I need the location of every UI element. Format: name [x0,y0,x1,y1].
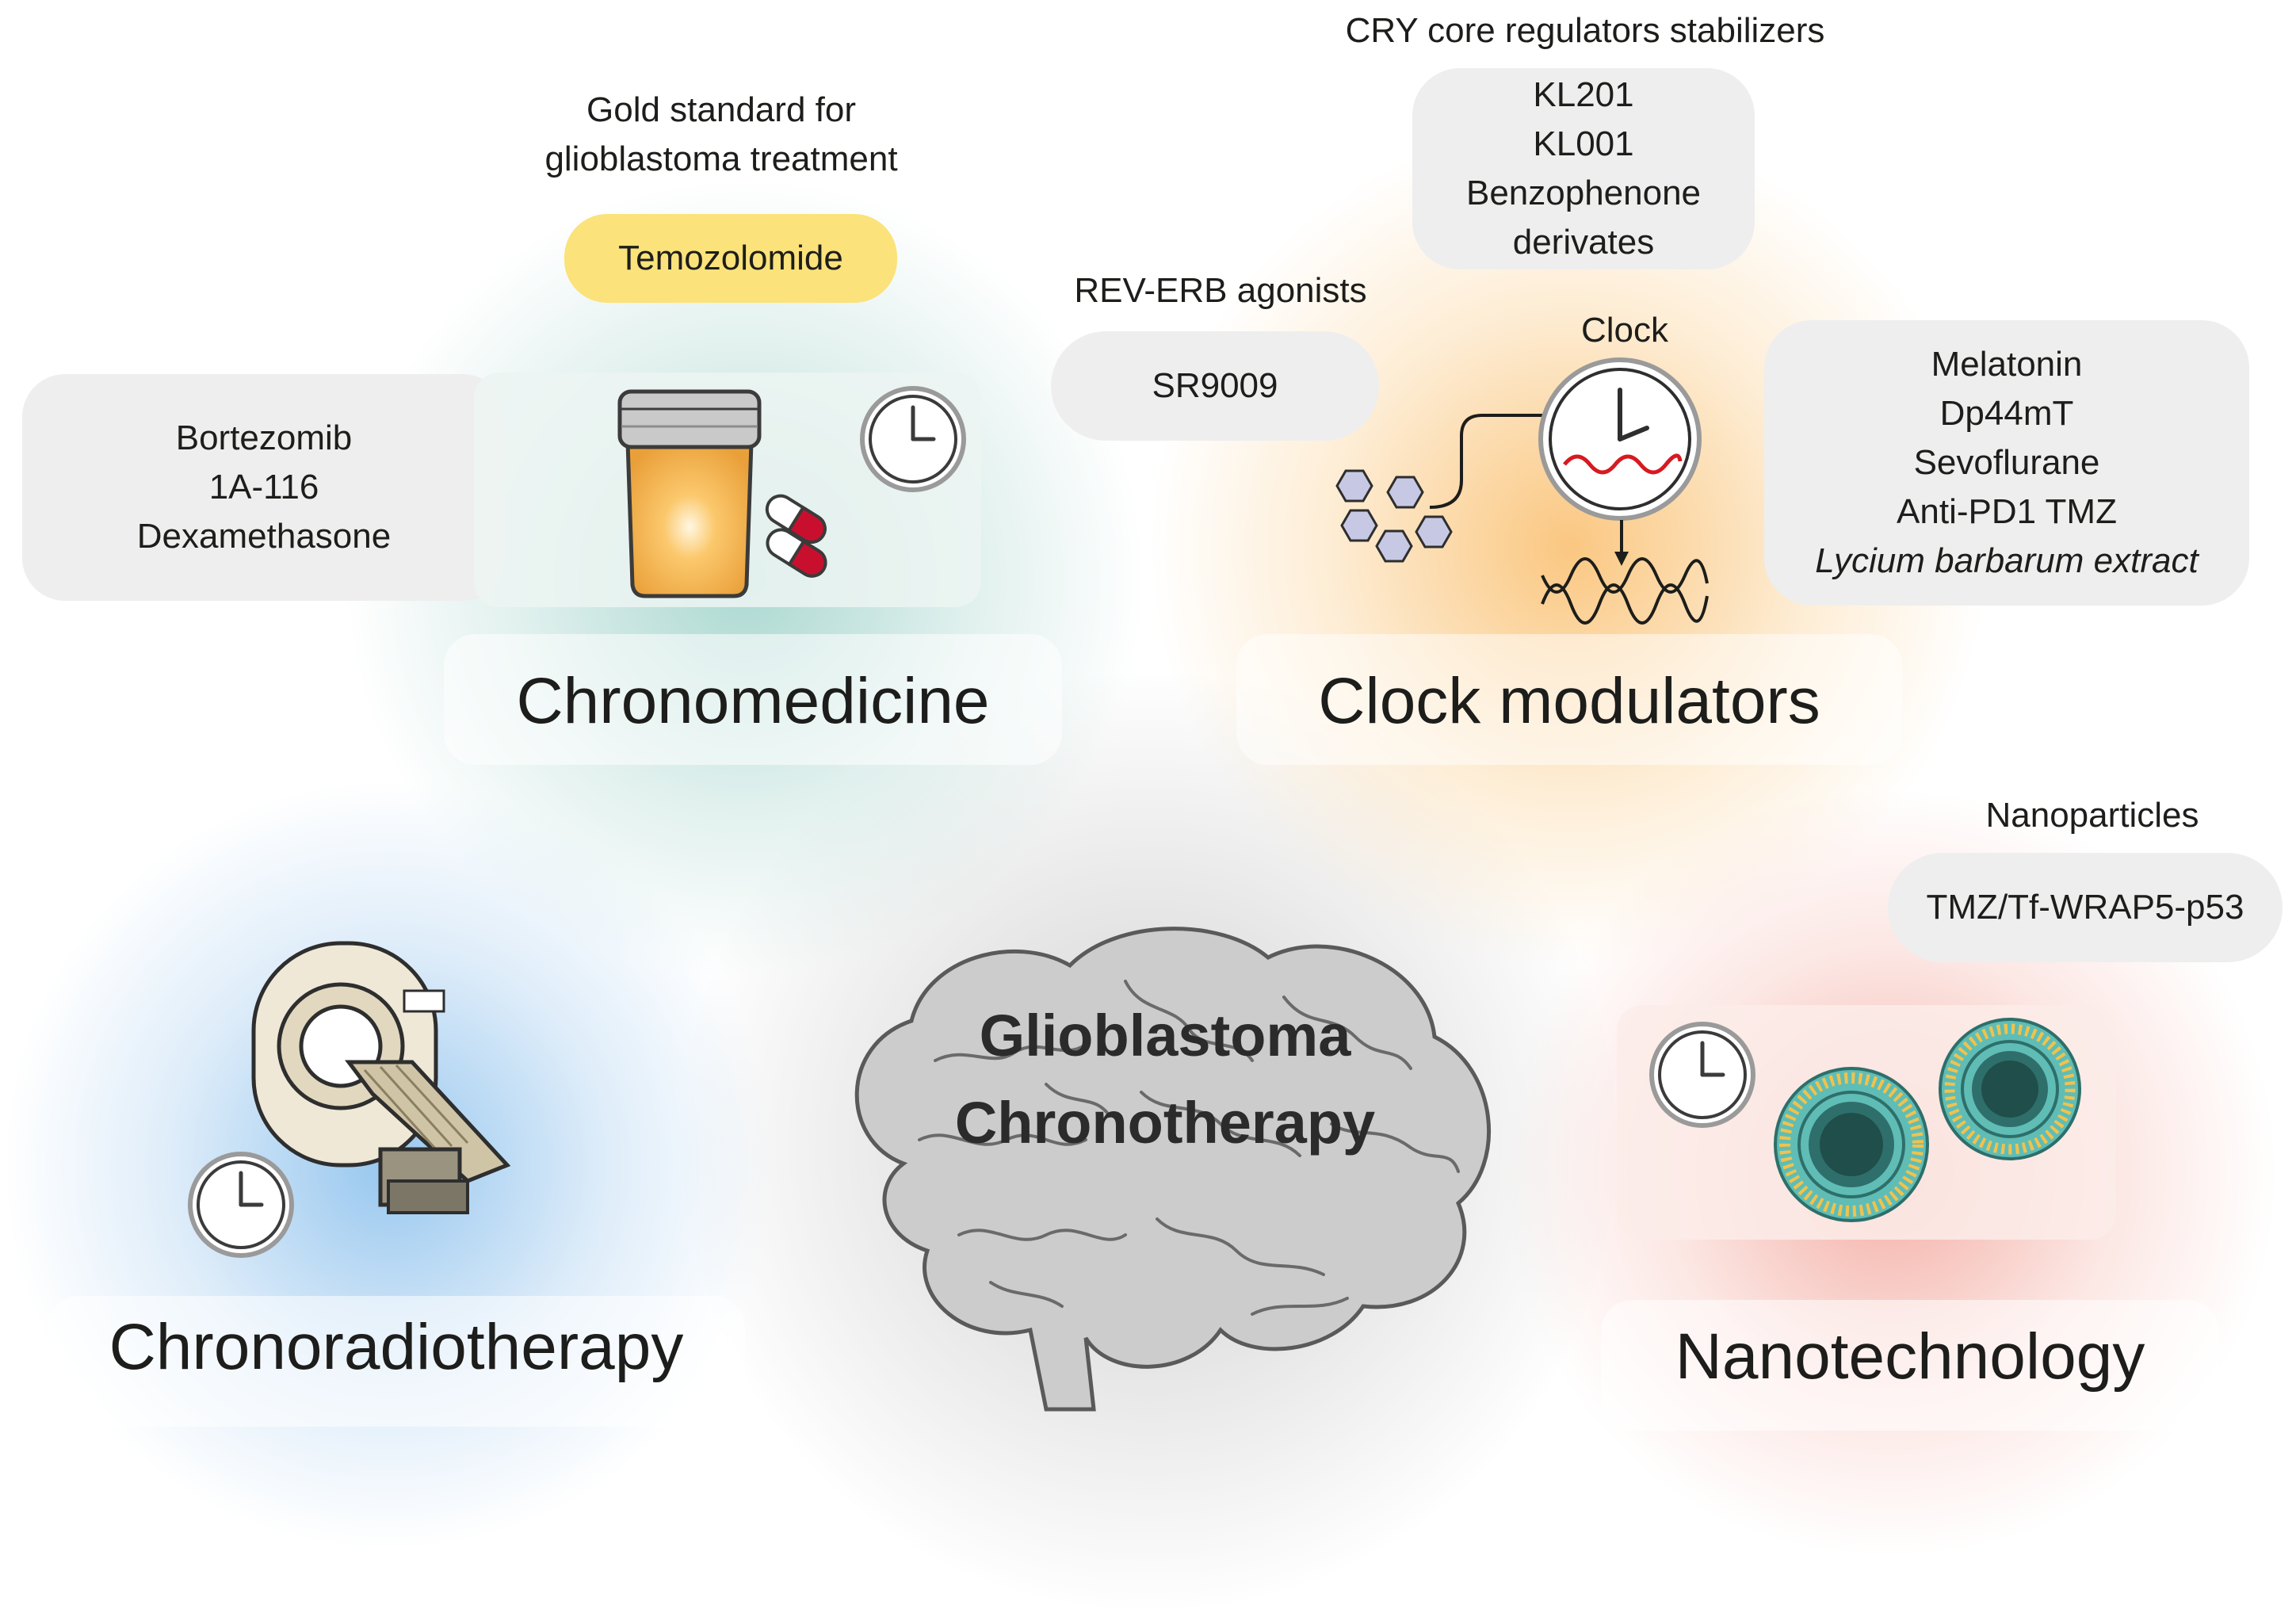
rev-erb-caption: REV-ERB agonists [1074,271,1367,310]
drug-kl001: KL001 [1533,124,1634,163]
clock-icon [1538,357,1702,521]
drug-sevoflurane: Sevoflurane [1913,443,2100,482]
drug-anti-pd1-tmz: Anti-PD1 TMZ [1897,492,2117,531]
clock-modulators-drugs-pill: Melatonin Dp44mT Sevoflurane Anti-PD1 TM… [1764,320,2249,606]
temozolomide-pill: Temozolomide [564,214,897,303]
drug-tmz-tf-wrap5-p53: TMZ/Tf-WRAP5-p53 [1926,888,2244,927]
drug-derivates: derivates [1512,223,1655,262]
drug-dp44mt: Dp44mT [1939,394,2074,433]
chronoradiotherapy-title: Chronoradiotherapy [109,1311,684,1383]
liposome-icon [1939,1018,2081,1160]
liposome-icon [1774,1067,1929,1222]
dna-helix-icon [1541,557,1709,625]
cry-caption: CRY core regulators stabilizers [1345,11,1825,50]
center-title-line-1: Glioblastoma [979,1003,1351,1068]
gold-standard-caption: Gold standard for glioblastoma treatment [507,86,935,184]
drug-sr9009: SR9009 [1152,366,1278,405]
nanoparticles-caption: Nanoparticles [1985,796,2199,835]
molecule-hexagons-icon [1335,469,1453,563]
clock-icon [188,1152,294,1258]
center-title: Glioblastoma Chronotherapy [856,992,1474,1167]
radiotherapy-machine-icon [251,941,511,1214]
chronomedicine-title: Chronomedicine [516,665,990,737]
drug-bortezomib: Bortezomib [175,418,353,457]
drug-lycium-barbarum: Lycium barbarum extract [1815,541,2199,580]
drug-benzophenone: Benzophenone [1465,174,1702,212]
drug-1a-116: 1A-116 [208,468,319,506]
clock-to-dna-arrow [1614,520,1629,566]
drug-melatonin: Melatonin [1931,345,2083,384]
cry-drugs-pill: KL201 KL001 Benzophenone derivates [1412,68,1755,269]
drug-dexamethasone: Dexamethasone [136,517,392,556]
nanotechnology-title: Nanotechnology [1675,1320,2145,1393]
clock-icon [860,386,966,492]
pill-jar-icon [617,389,762,598]
gold-standard-caption-line-2: glioblastoma treatment [544,139,898,178]
nanoparticles-drug-pill: TMZ/Tf-WRAP5-p53 [1888,853,2283,962]
center-title-line-2: Chronotherapy [954,1090,1376,1156]
nanotechnology-title-band [1601,1300,2219,1431]
temozolomide-label: Temozolomide [618,239,843,277]
brain-icon [854,927,1492,1412]
chronomedicine-title-band [444,634,1062,765]
capsule-icon [765,494,827,578]
chronomedicine-drugs-pill: Bortezomib 1A-116 Dexamethasone [22,374,506,601]
gold-standard-caption-line-1: Gold standard for [586,90,856,129]
clock-label: Clock [1580,311,1669,350]
chronoradiotherapy-title-band [48,1296,745,1427]
clock-modulators-title: Clock modulators [1318,665,1820,737]
clock-icon [1649,1022,1755,1128]
rev-erb-drug-pill: SR9009 [1051,331,1379,441]
drug-kl201: KL201 [1533,75,1634,114]
clock-modulators-title-band [1236,634,1902,765]
